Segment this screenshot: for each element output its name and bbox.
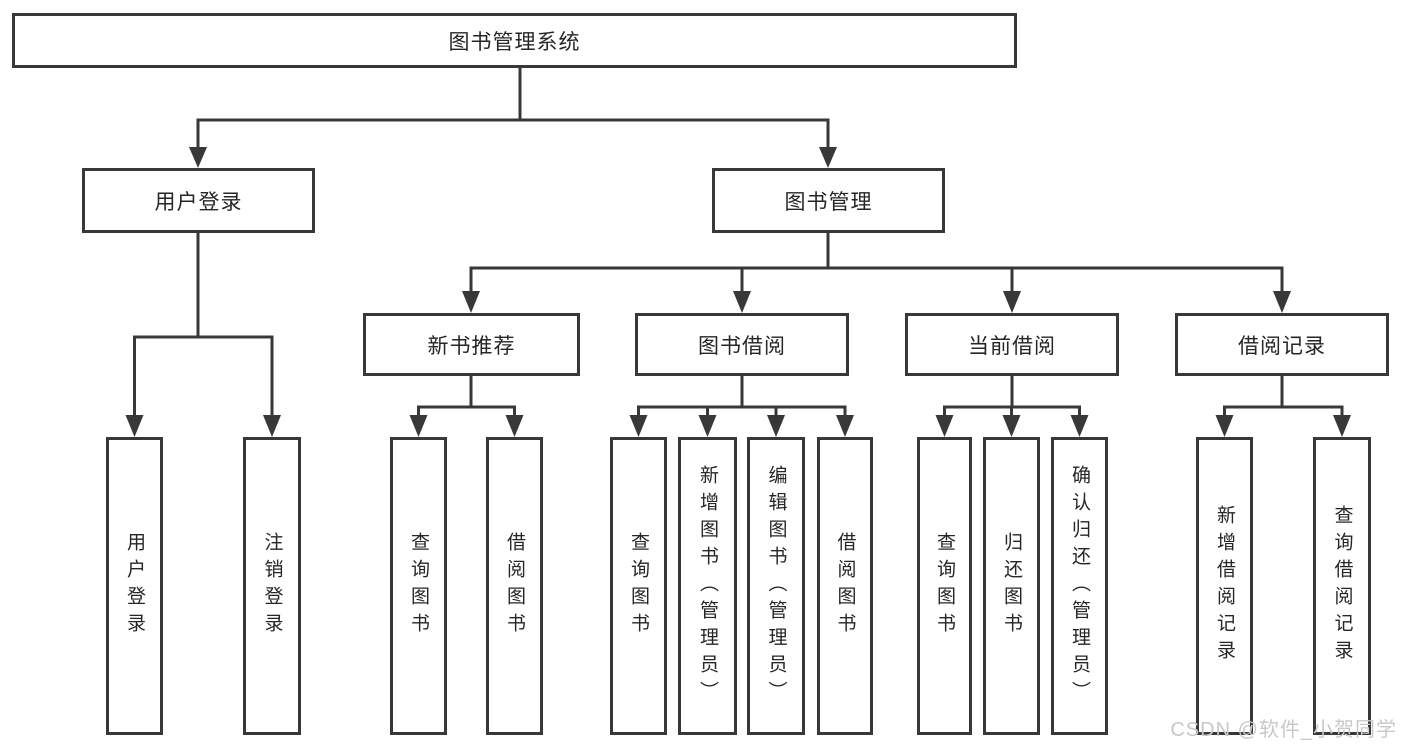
node-borrow-records: 借阅记录 [1175,313,1389,376]
leaf-current-return-label: 归还图书 [1001,532,1022,640]
node-book-borrow-label: 图书借阅 [698,334,786,358]
arrowheads [125,147,1351,437]
node-book-borrow: 图书借阅 [635,313,849,376]
node-book-management-label: 图书管理 [784,190,873,214]
leaf-current-query: 查询图书 [917,437,972,735]
leaf-current-query-label: 查询图书 [934,532,955,640]
node-user-login-label: 用户登录 [154,190,243,214]
leaf-newbook-borrow: 借阅图书 [486,437,543,735]
node-new-book-recommend: 新书推荐 [363,313,580,376]
node-root-label: 图书管理系统 [448,30,581,54]
leaf-borrow-add-admin-label: 新增图书（管理员） [697,464,718,708]
node-new-book-recommend-label: 新书推荐 [427,334,516,358]
node-root: 图书管理系统 [12,13,1017,68]
connector-current-rail [943,376,1081,416]
leaf-current-confirm-admin: 确认归还（管理员） [1051,437,1108,735]
leaf-borrow-query-label: 查询图书 [628,532,649,640]
connector-borrow-rail [637,376,847,416]
leaf-borrow-book-label: 借阅图书 [834,532,856,640]
node-current-borrow-label: 当前借阅 [968,334,1056,358]
connector-root-drop [196,68,830,148]
leaf-newbook-query-label: 查询图书 [408,532,429,640]
leaf-newbook-query: 查询图书 [390,437,447,735]
node-borrow-records-label: 借阅记录 [1238,334,1326,358]
connector-records-rail [1223,376,1344,416]
leaf-records-query: 查询借阅记录 [1313,437,1371,735]
leaf-records-add-label: 新增借阅记录 [1214,505,1235,667]
connector-userlogin-rail [133,233,274,416]
node-user-login: 用户登录 [82,168,315,233]
csdn-watermark: CSDN @软件_小贺同学 [1170,719,1397,741]
leaf-borrow-add-admin: 新增图书（管理员） [678,437,737,735]
leaf-user-login-label: 用户登录 [124,532,145,640]
connector-newbook-rail [417,376,516,416]
node-current-borrow: 当前借阅 [905,313,1119,376]
leaf-borrow-edit-admin: 编辑图书（管理员） [747,437,805,735]
leaf-records-add: 新增借阅记录 [1196,437,1253,735]
leaf-current-confirm-admin-label: 确认归还（管理员） [1069,464,1090,708]
node-book-management: 图书管理 [712,168,945,233]
leaf-borrow-book: 借阅图书 [817,437,873,735]
leaf-logout: 注销登录 [243,437,301,735]
leaf-current-return: 归还图书 [983,437,1040,735]
leaf-logout-label: 注销登录 [261,532,283,640]
connector-bookmgmt-rail [469,233,1284,292]
leaf-borrow-edit-admin-label: 编辑图书（管理员） [765,464,787,708]
leaf-records-query-label: 查询借阅记录 [1331,505,1353,667]
leaf-borrow-query: 查询图书 [610,437,667,735]
leaf-user-login: 用户登录 [106,437,163,735]
leaf-newbook-borrow-label: 借阅图书 [504,532,525,640]
